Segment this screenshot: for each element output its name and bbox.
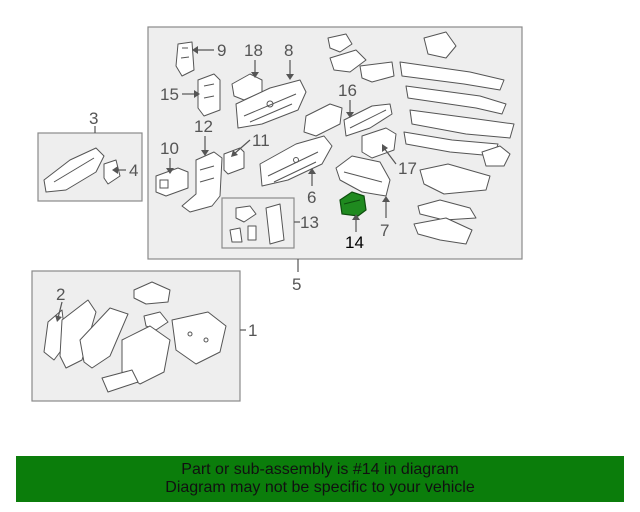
callout-6: 6 [307,188,316,207]
part-rails-right[interactable] [399,31,515,167]
callout-13: 13 [300,213,319,232]
callout-17: 17 [398,159,417,178]
callout-1: 1 [248,321,257,340]
callout-16: 16 [338,81,357,100]
part-cluster-top[interactable] [327,33,395,83]
callout-2: 2 [56,285,65,304]
part-10[interactable] [155,167,189,197]
part-9[interactable] [175,41,195,77]
part-13[interactable] [229,203,285,245]
banner-line-1: Part or sub-assembly is #14 in diagram [181,461,459,478]
part-16[interactable] [343,103,393,137]
part-14-highlighted[interactable] [339,191,367,217]
callout-9: 9 [217,41,226,60]
part-17[interactable] [361,127,397,159]
part-1-assembly[interactable] [59,281,227,393]
callout-5: 5 [292,275,301,294]
callout-14: 14 [345,233,364,252]
callout-15: 15 [160,85,179,104]
banner-line-2: Diagram may not be specific to your vehi… [165,479,475,496]
part-7[interactable] [335,155,391,197]
part-15[interactable] [197,73,221,117]
callout-3: 3 [89,109,98,128]
part-8[interactable] [235,79,307,129]
part-6[interactable] [259,135,333,187]
callout-labels: 9 18 8 15 16 3 12 11 10 4 17 6 7 13 14 5… [56,41,417,340]
callout-4: 4 [129,161,138,180]
assembly-box-13 [221,197,295,249]
callout-12: 12 [194,117,213,136]
callout-18: 18 [244,41,263,60]
callout-11: 11 [252,131,270,150]
leader-lines [55,46,397,331]
part-12[interactable] [181,151,223,213]
parts-diagram: 9 18 8 15 16 3 12 11 10 4 17 6 7 13 14 5… [31,26,523,402]
callout-7: 7 [380,221,389,240]
callout-10: 10 [160,139,179,158]
part-bracket-upper[interactable] [303,103,343,137]
callout-8: 8 [284,41,293,60]
fitment-banner: Part or sub-assembly is #14 in diagram D… [16,456,624,502]
part-4[interactable] [103,159,121,185]
part-lower-right[interactable] [413,163,491,245]
part-3-assembly[interactable] [43,147,105,193]
